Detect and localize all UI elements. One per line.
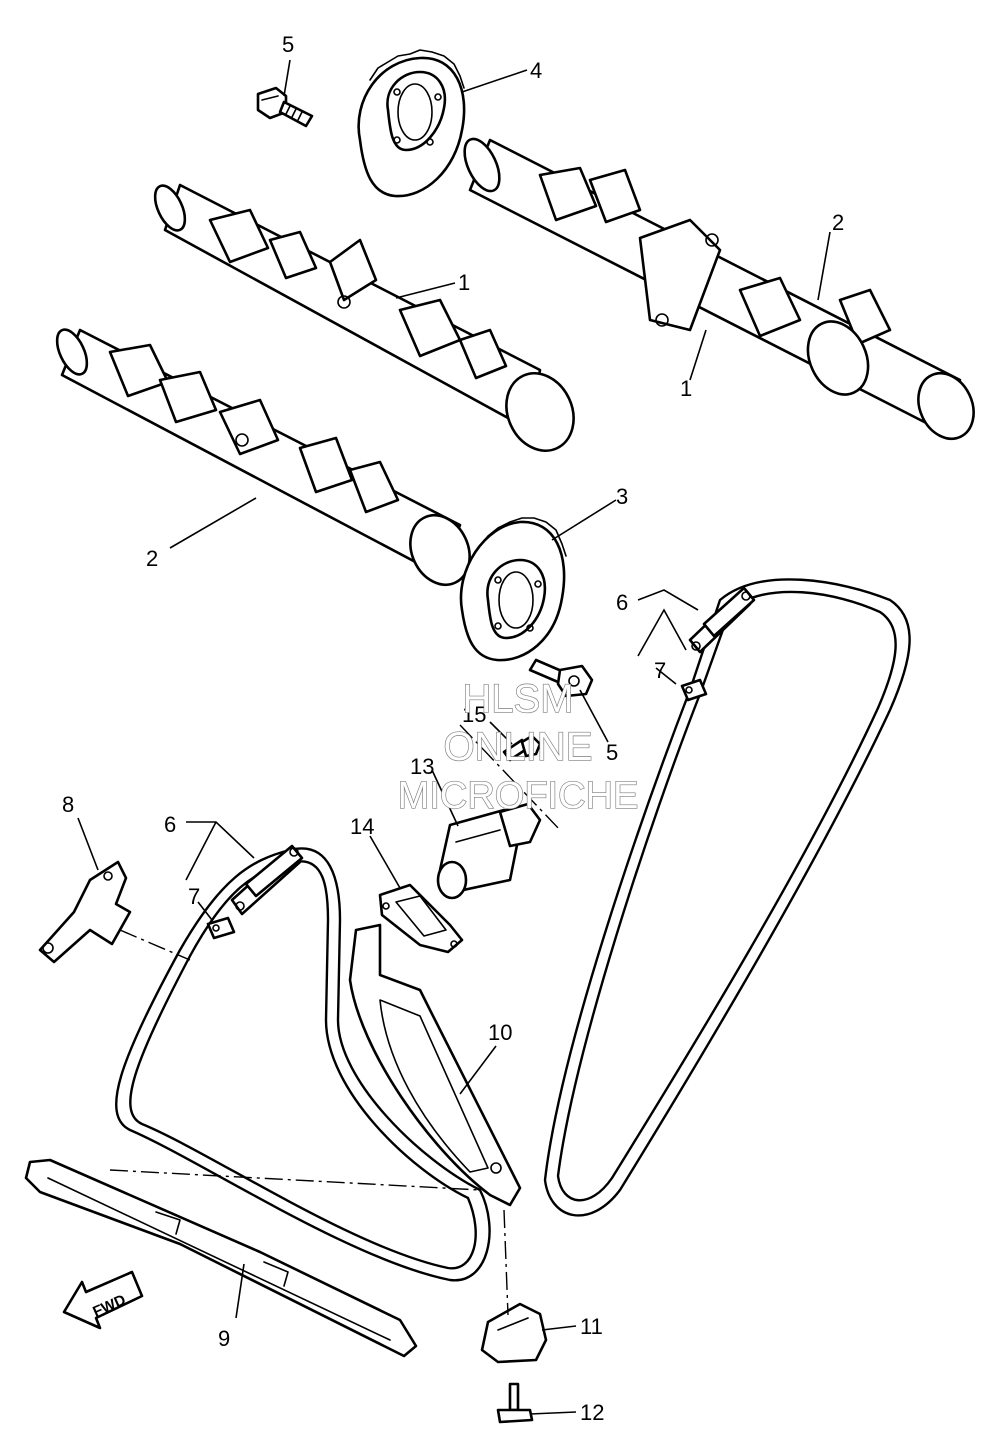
bolt-tensioner bbox=[502, 734, 542, 762]
chain-master-link-right bbox=[688, 586, 756, 654]
callout-10: 10 bbox=[488, 1020, 512, 1045]
chain-master-link-left bbox=[230, 844, 304, 916]
camshaft-upper-left bbox=[153, 183, 575, 452]
tensioner-guide bbox=[348, 923, 522, 1207]
cam-chain-right bbox=[543, 578, 911, 1217]
callout-2-right: 2 bbox=[832, 210, 844, 235]
callout-9: 9 bbox=[218, 1326, 230, 1351]
chain-guide-top bbox=[38, 860, 132, 964]
chain-guide-bottom bbox=[24, 1158, 418, 1358]
callout-4: 4 bbox=[530, 58, 542, 83]
leader-lines bbox=[77, 59, 831, 1415]
callout-7-right: 7 bbox=[654, 658, 666, 683]
callout-5-top: 5 bbox=[282, 32, 294, 57]
callout-6-right: 6 bbox=[616, 590, 628, 615]
callout-12: 12 bbox=[580, 1400, 604, 1425]
callout-15: 15 bbox=[462, 702, 486, 727]
watermark-line-2: ONLINE bbox=[444, 725, 593, 769]
cam-sprocket-upper bbox=[357, 49, 466, 198]
watermark-line-3: MICROFICHE bbox=[398, 775, 639, 817]
camshaft-lower-left bbox=[55, 328, 471, 587]
chain-clip-left bbox=[206, 916, 236, 940]
bolt-bottom bbox=[496, 1382, 534, 1424]
callout-6-left: 6 bbox=[164, 812, 176, 837]
watermark-line-1: HLSM bbox=[462, 677, 573, 721]
callout-labels: 5 4 1 2 1 2 3 6 7 5 15 13 14 8 6 7 10 11… bbox=[62, 32, 844, 1425]
guide-bracket bbox=[480, 1302, 548, 1364]
callout-11: 11 bbox=[580, 1314, 603, 1339]
callout-3: 3 bbox=[616, 484, 628, 509]
chain-clip-right bbox=[680, 678, 708, 702]
cam-sprocket-lower bbox=[459, 517, 567, 662]
tensioner-gasket bbox=[378, 883, 464, 954]
callout-5-middle: 5 bbox=[606, 740, 618, 765]
callout-8: 8 bbox=[62, 792, 74, 817]
watermark: HLSM ONLINE MICROFICHE bbox=[397, 676, 639, 817]
callout-7-left: 7 bbox=[188, 884, 200, 909]
callout-14: 14 bbox=[350, 814, 374, 839]
fwd-direction-arrow: FWD bbox=[62, 1270, 144, 1330]
cam-chain-tensioner bbox=[436, 802, 542, 900]
callout-1-right: 1 bbox=[680, 376, 692, 401]
camshaft-upper-right bbox=[463, 137, 975, 441]
callout-2-left: 2 bbox=[146, 546, 158, 571]
bolt-top bbox=[256, 86, 314, 128]
assembly-lines bbox=[109, 724, 561, 1316]
callout-1-left: 1 bbox=[458, 270, 470, 295]
bolt-middle bbox=[528, 658, 594, 698]
callout-13: 13 bbox=[410, 754, 434, 779]
